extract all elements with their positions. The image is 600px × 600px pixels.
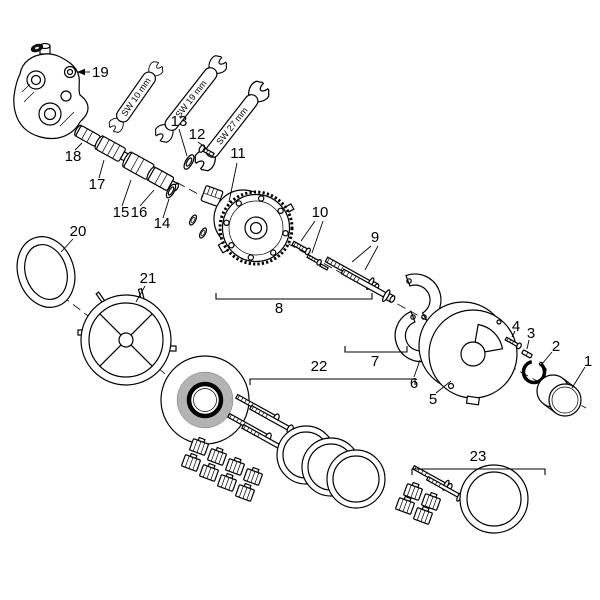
- group-bracket-22: [249, 378, 416, 385]
- part-3-pin: [521, 349, 533, 359]
- part-label-20: 20: [70, 223, 87, 240]
- part-10-screws: [291, 240, 329, 271]
- part-23-extension-ring: [459, 464, 529, 534]
- part-label-2: 2: [552, 338, 560, 355]
- part-label-1: 1: [584, 353, 592, 370]
- part-5-escutcheon-plate: [418, 301, 518, 406]
- part-16-check-valve: [146, 166, 180, 192]
- arrow-19-icon: [77, 68, 85, 76]
- part-label-21: 21: [140, 270, 157, 287]
- part-label-19: 19: [92, 64, 109, 81]
- part-label-11: 11: [230, 145, 246, 162]
- part-label-23: 23: [470, 448, 487, 465]
- part-label-10: 10: [312, 204, 329, 221]
- part-label-14: 14: [154, 215, 171, 232]
- part-21-mounting-ring: [77, 287, 177, 386]
- part-label-12: 12: [189, 126, 206, 143]
- small-rings-detail: [188, 214, 208, 239]
- part-19-seal-ring: [63, 65, 77, 79]
- part-label-17: 17: [89, 176, 106, 193]
- part-label-8: 8: [275, 300, 283, 317]
- part-label-3: 3: [527, 325, 535, 342]
- part-9-bolts: [324, 256, 396, 303]
- part-22-seal-disc: [160, 355, 250, 445]
- leader-lines: [60, 128, 586, 394]
- part-22-extension-rings: [276, 425, 386, 509]
- part-13-washer: [183, 154, 195, 170]
- part-6-clamp-lower: [394, 310, 430, 363]
- group-bracket-23: [411, 468, 546, 475]
- part-20-o-ring: [16, 236, 76, 308]
- part-label-18: 18: [65, 148, 82, 165]
- part-8-function-unit-plate: [213, 189, 295, 266]
- group-bracket-8: [215, 293, 373, 300]
- part-label-22: 22: [311, 358, 328, 375]
- part-1-handle-knob: [536, 374, 582, 417]
- part-22-clips: [181, 436, 263, 502]
- part-label-16: 16: [131, 204, 148, 221]
- part-label-7: 7: [371, 353, 379, 370]
- part-label-5: 5: [429, 391, 437, 408]
- part-12-screw: [198, 144, 215, 158]
- part-label-6: 6: [410, 375, 418, 392]
- part-4-screw: [504, 336, 522, 350]
- part-23-clips: [395, 481, 441, 525]
- part-label-13: 13: [171, 113, 188, 130]
- part-label-15: 15: [113, 204, 130, 221]
- part-label-4: 4: [512, 318, 520, 335]
- part-label-9: 9: [371, 229, 379, 246]
- part-14-ring: [165, 183, 177, 199]
- group-bracket-7: [344, 346, 408, 353]
- part-22-screws: [226, 393, 294, 453]
